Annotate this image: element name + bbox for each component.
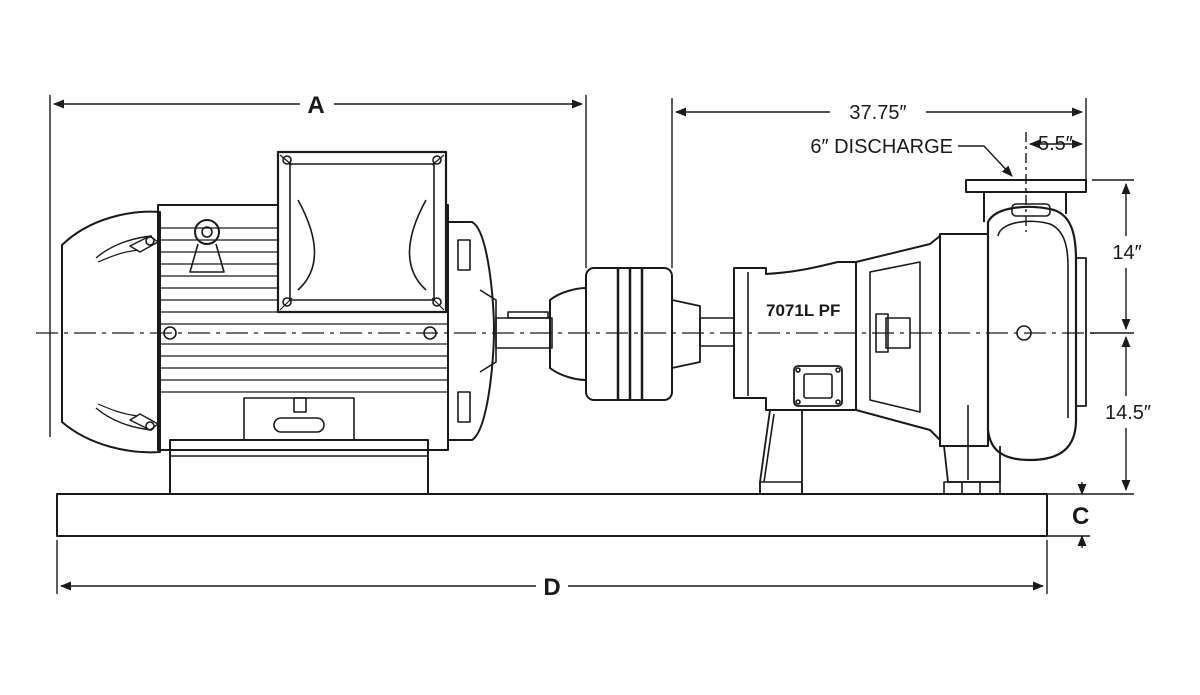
discharge-offset-label: 5.5″ bbox=[1038, 133, 1073, 155]
pump-model-label: 7071L PF bbox=[766, 301, 840, 320]
motor bbox=[61, 150, 497, 495]
pump-casing bbox=[855, 179, 1087, 495]
shaft-height-label: 14.5″ bbox=[1105, 402, 1151, 424]
discharge-label: 6″ DISCHARGE bbox=[810, 136, 953, 158]
bearing-frame bbox=[733, 261, 857, 495]
base-plate bbox=[56, 493, 1048, 537]
discharge-height-label: 14″ bbox=[1112, 242, 1141, 264]
dimension-d-label: D bbox=[543, 574, 560, 601]
coupling bbox=[495, 267, 735, 401]
dimension-c-label: C bbox=[1072, 503, 1089, 530]
dimension-a-label: A bbox=[307, 92, 324, 119]
dimension-lines bbox=[49, 95, 1134, 594]
pump-length-label: 37.75″ bbox=[849, 102, 906, 124]
